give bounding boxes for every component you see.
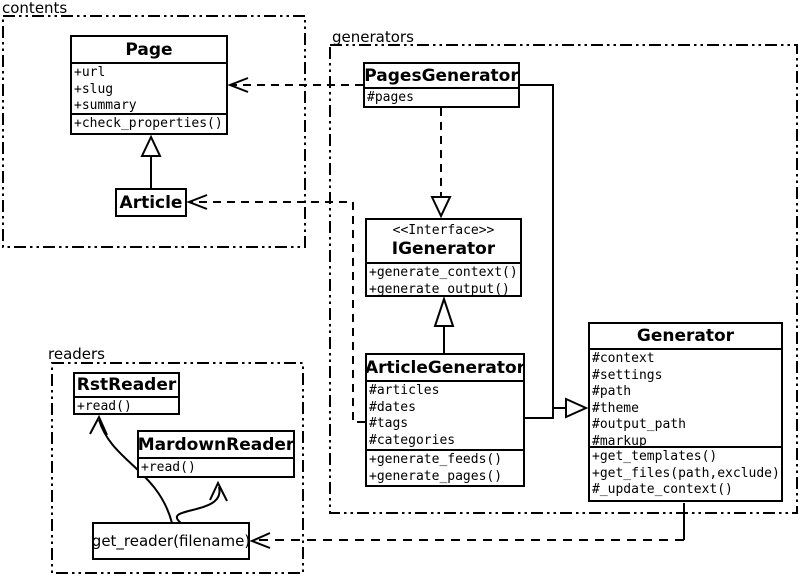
arrow-article-to-page-triangle <box>140 134 162 157</box>
class-page-attributes: +url +slug +summary <box>72 62 226 113</box>
arrow-pagesgenerator-to-generator-line <box>520 84 566 409</box>
get-reader-function-box: get_reader(filename) <box>92 522 250 560</box>
class-igenerator-header: <<Interface>> IGenerator <box>367 220 520 262</box>
package-readers-border <box>51 362 304 574</box>
class-rstreader-methods: +read() <box>75 396 178 413</box>
class-member: +generate_pages() <box>369 468 503 484</box>
class-igenerator-methods: +generate_context() +generate_output() <box>367 262 520 295</box>
package-generators-border <box>329 44 798 514</box>
class-articlegenerator-methods: +generate_feeds() +generate_pages() <box>367 449 523 485</box>
arrow-articlegenerator-to-generator-line <box>525 408 554 419</box>
package-contents-label: contents <box>2 0 68 17</box>
arrow-generator-to-getreader-head <box>249 532 271 549</box>
class-member: #_update_context() <box>592 482 733 497</box>
class-mardownreader: MardownReader +read() <box>137 430 295 478</box>
class-mardownreader-title: MardownReader <box>139 434 293 455</box>
class-igenerator-stereotype: <<Interface>> <box>392 223 495 238</box>
get-reader-function-label: get_reader(filename) <box>91 532 251 550</box>
class-mardownreader-methods: +read() <box>139 457 293 476</box>
class-articlegenerator: ArticleGenerator #articles #dates #tags … <box>365 353 525 487</box>
class-articlegenerator-title: ArticleGenerator <box>367 357 523 378</box>
class-member: #theme <box>592 400 639 416</box>
class-article: Article <box>115 188 187 217</box>
arrow-pagesgenerator-to-page-head <box>227 77 249 93</box>
class-page-title: Page <box>125 39 173 60</box>
arrow-to-generator-triangle <box>565 397 589 419</box>
class-generator-attributes: #context #settings #path #theme #output_… <box>590 348 781 446</box>
class-article-title: Article <box>119 192 183 213</box>
class-rstreader-title: RstReader <box>76 375 177 395</box>
class-articlegenerator-attributes: #articles #dates #tags #categories <box>367 380 523 449</box>
class-page-methods: +check_properties() <box>72 113 226 133</box>
class-generator-title: Generator <box>636 326 735 346</box>
package-generators-label: generators <box>332 28 414 46</box>
class-member: +get_files(path,exclude) <box>592 465 780 481</box>
class-member: #settings <box>592 367 663 383</box>
class-member: +url <box>74 65 106 80</box>
class-member: +check_properties() <box>74 116 223 131</box>
class-pagesgenerator-attributes: #pages <box>365 87 518 106</box>
class-igenerator-title: IGenerator <box>391 239 496 259</box>
class-pagesgenerator: PagesGenerator #pages <box>363 62 520 108</box>
arrow-getreader-to-mardownreader-head <box>209 480 228 502</box>
class-member: #path <box>592 384 632 399</box>
class-member: #output_path <box>592 417 686 432</box>
class-member: #categories <box>369 432 456 448</box>
class-pagesgenerator-title: PagesGenerator <box>365 65 518 86</box>
class-member: +generate_output() <box>369 281 510 296</box>
class-member: +read() <box>141 460 196 475</box>
class-member: +get_templates() <box>592 449 718 464</box>
class-member: +generate_context() <box>369 265 518 280</box>
package-readers-label: readers <box>48 345 105 363</box>
class-member: #dates <box>369 399 416 415</box>
arrow-getreader-to-mardownreader-line <box>176 486 221 524</box>
class-igenerator: <<Interface>> IGenerator +generate_conte… <box>365 218 522 297</box>
class-member: +read() <box>77 399 132 413</box>
class-member: #articles <box>369 383 440 398</box>
arrow-articlegenerator-to-igenerator-triangle <box>433 295 455 327</box>
arrow-articlegenerator-to-article-head <box>186 194 208 210</box>
class-member: #markup <box>592 433 647 447</box>
arrow-pagesgenerator-to-igenerator-triangle <box>430 196 452 219</box>
package-contents-border <box>2 15 306 248</box>
class-generator-methods: +get_templates() +get_files(path,exclude… <box>590 446 781 500</box>
class-rstreader: RstReader +read() <box>73 372 180 415</box>
class-member: +slug <box>74 81 114 97</box>
arrow-getreader-to-rstreader-line <box>98 419 173 524</box>
class-generator: Generator #context #settings #path #them… <box>588 322 783 502</box>
class-member: +summary <box>74 98 137 113</box>
class-member: #pages <box>367 90 414 105</box>
class-member: +generate_feeds() <box>369 452 503 467</box>
class-page: Page +url +slug +summary +check_properti… <box>70 35 228 135</box>
class-member: #context <box>592 351 655 366</box>
arrow-articlegenerator-to-article-line <box>192 201 365 423</box>
class-member: #tags <box>369 416 409 431</box>
arrow-getreader-to-rstreader-head <box>89 414 108 436</box>
